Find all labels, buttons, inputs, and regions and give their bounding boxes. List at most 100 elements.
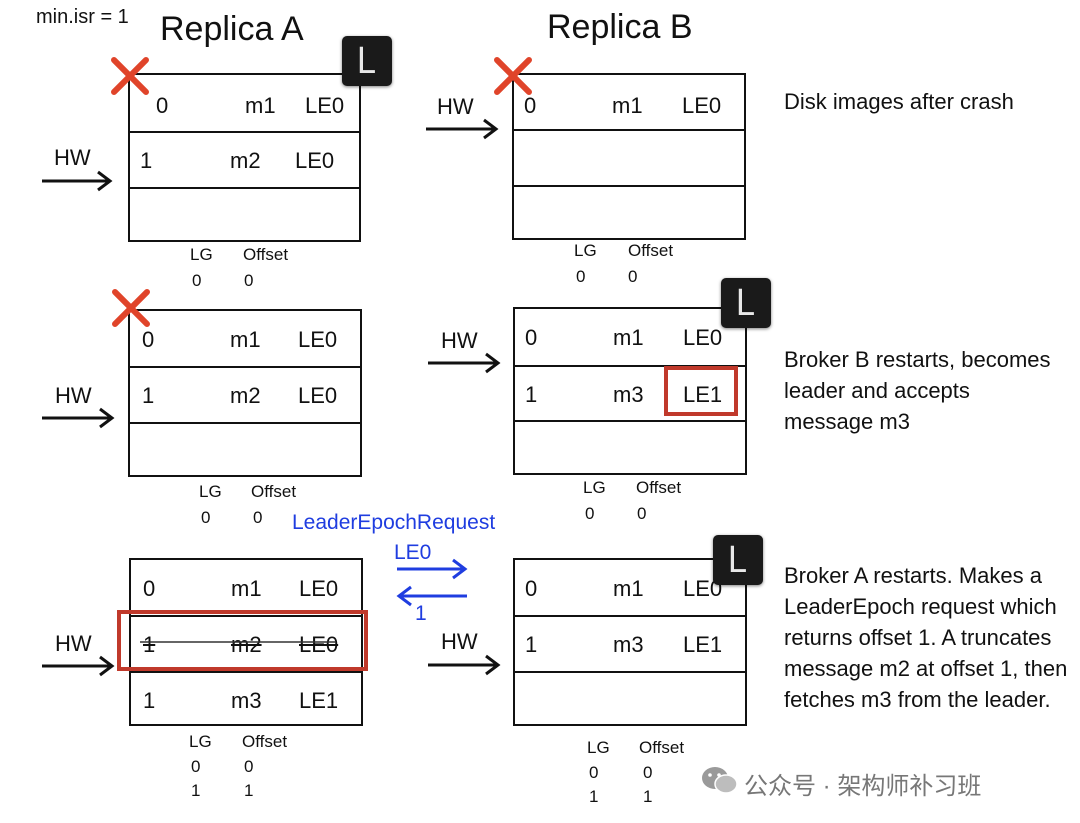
new-epoch-highlight bbox=[664, 366, 738, 416]
crash-cross-icon bbox=[112, 289, 150, 327]
row-offset: 1 bbox=[525, 632, 538, 657]
hw-label: HW bbox=[441, 629, 478, 654]
row-epoch: LE0 bbox=[299, 632, 339, 657]
truncated-log-row: 1 m2 LE0 bbox=[131, 615, 361, 671]
offset-header: Offset bbox=[639, 738, 685, 757]
log-row: 0 m1 LE0 bbox=[131, 560, 361, 615]
panel1-replica-b-log: 0 m1 LE0 bbox=[512, 73, 746, 240]
offset-header: Offset bbox=[628, 241, 674, 260]
leader-epoch-request-label: LeaderEpochRequest bbox=[292, 511, 496, 534]
row-epoch: LE0 bbox=[683, 325, 723, 350]
lg-value: 0 bbox=[576, 267, 586, 286]
lg-value: 0 bbox=[589, 763, 599, 782]
panel1-replica-a-log: 0 m1 LE0 1 m2 LE0 bbox=[128, 73, 361, 242]
row-message: m3 bbox=[613, 632, 644, 657]
lg-header: LG bbox=[587, 738, 610, 757]
strike-line bbox=[140, 641, 336, 643]
lg-value: 0 bbox=[585, 504, 595, 523]
row-message: m1 bbox=[613, 325, 644, 350]
request-epoch-value: LE0 bbox=[394, 541, 432, 564]
row-epoch: LE1 bbox=[683, 632, 723, 657]
offset-value: 0 bbox=[628, 267, 638, 286]
lg-header: LG bbox=[189, 732, 212, 751]
truncation-highlight bbox=[117, 610, 368, 671]
log-row: 1 m2 LE0 bbox=[130, 366, 360, 422]
row-offset: 1 bbox=[143, 632, 156, 657]
lg-header: LG bbox=[190, 245, 213, 264]
log-row: 1 m3 LE1 bbox=[515, 365, 745, 420]
lg-value: 0 bbox=[201, 508, 211, 527]
row-epoch: LE1 bbox=[683, 382, 723, 407]
wechat-icon bbox=[702, 767, 738, 794]
offset-value: 0 bbox=[244, 757, 254, 776]
row-offset: 1 bbox=[143, 688, 156, 713]
row-offset: 1 bbox=[142, 383, 155, 408]
offset-value: 0 bbox=[637, 504, 647, 523]
panel2-a-leader-epoch-cache: LG Offset 0 0 bbox=[197, 483, 317, 529]
crash-cross-icon bbox=[494, 57, 532, 95]
lg-value: 0 bbox=[192, 271, 202, 290]
lg-value: 1 bbox=[191, 781, 201, 800]
row-message: m3 bbox=[613, 382, 644, 407]
log-row-empty bbox=[130, 422, 360, 477]
hw-arrow-icon bbox=[42, 655, 115, 677]
log-row: 1 m3 LE1 bbox=[131, 671, 361, 726]
hw-label: HW bbox=[55, 383, 92, 408]
crash-cross-icon bbox=[111, 57, 149, 95]
log-row: 0 m1 LE0 bbox=[515, 560, 745, 615]
lg-header: LG bbox=[199, 482, 222, 501]
min-isr-label: min.isr = 1 bbox=[36, 6, 129, 28]
log-row: 1 m3 LE1 bbox=[515, 615, 745, 671]
panel3-b-leader-epoch-cache: LG Offset 0 0 1 1 bbox=[587, 739, 707, 809]
row-epoch: LE0 bbox=[298, 327, 338, 352]
lg-value: 0 bbox=[191, 757, 201, 776]
log-row-empty bbox=[514, 185, 744, 240]
row-epoch: LE0 bbox=[299, 576, 339, 601]
row-message: m2 bbox=[231, 632, 262, 657]
row-message: m1 bbox=[230, 327, 261, 352]
offset-value: 0 bbox=[244, 271, 254, 290]
panel2-b-leader-epoch-cache: LG Offset 0 0 bbox=[583, 479, 703, 525]
watermark-text: 公众号 · 架构师补习班 bbox=[744, 773, 982, 800]
lg-value: 1 bbox=[589, 787, 599, 806]
response-arrow-icon bbox=[396, 585, 467, 607]
offset-value: 0 bbox=[253, 508, 263, 527]
row-offset: 0 bbox=[156, 93, 169, 118]
panel3-replica-b-log: 0 m1 LE0 1 m3 LE1 bbox=[513, 558, 747, 726]
row-epoch: LE0 bbox=[683, 576, 723, 601]
log-row-empty bbox=[515, 420, 745, 475]
log-row: 0 m1 LE0 bbox=[515, 309, 745, 365]
row-offset: 0 bbox=[524, 93, 537, 118]
request-arrow-icon bbox=[397, 558, 468, 580]
row-message: m2 bbox=[230, 383, 261, 408]
replica-b-title: Replica B bbox=[547, 8, 693, 46]
row-message: m3 bbox=[231, 688, 262, 713]
offset-value: 1 bbox=[643, 787, 653, 806]
row-offset: 0 bbox=[143, 576, 156, 601]
row-epoch: LE1 bbox=[299, 688, 339, 713]
hw-label: HW bbox=[437, 94, 474, 119]
lg-header: LG bbox=[583, 478, 606, 497]
row-offset: 0 bbox=[525, 325, 538, 350]
row-offset: 0 bbox=[142, 327, 155, 352]
row-offset: 1 bbox=[140, 148, 153, 173]
panel3-description: Broker A restarts. Makes a LeaderEpoch r… bbox=[784, 563, 1068, 712]
hw-label: HW bbox=[441, 328, 478, 353]
response-offset-value: 1 bbox=[415, 602, 427, 625]
hw-label: HW bbox=[55, 631, 92, 656]
lg-header: LG bbox=[574, 241, 597, 260]
offset-header: Offset bbox=[251, 482, 297, 501]
log-row-empty bbox=[514, 129, 744, 185]
row-message: m1 bbox=[612, 93, 643, 118]
panel1-a-leader-epoch-cache: LG Offset 0 0 bbox=[190, 246, 310, 292]
offset-header: Offset bbox=[636, 478, 682, 497]
leader-badge: L bbox=[721, 278, 771, 328]
row-message: m1 bbox=[245, 93, 276, 118]
row-message: m1 bbox=[613, 576, 644, 601]
panel2-replica-a-log: 0 m1 LE0 1 m2 LE0 bbox=[128, 309, 362, 477]
leader-badge: L bbox=[342, 36, 392, 86]
log-row: 1 m2 LE0 bbox=[130, 131, 359, 187]
log-row: 0 m1 LE0 bbox=[514, 75, 744, 129]
panel2-description: Broker B restarts, becomes leader and ac… bbox=[784, 347, 1051, 434]
log-row: 0 m1 LE0 bbox=[130, 75, 359, 131]
